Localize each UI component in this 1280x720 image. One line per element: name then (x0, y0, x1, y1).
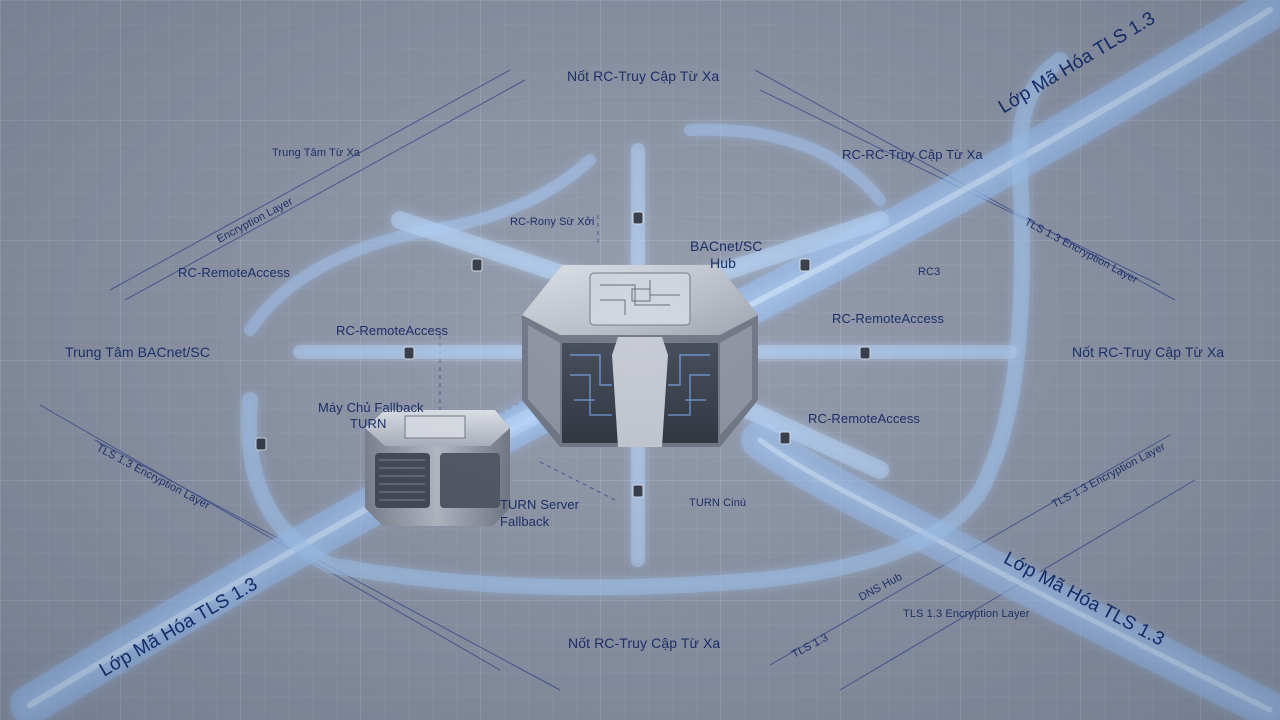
node-label-bottom: Nốt RC-Truy Cập Từ Xa (568, 635, 721, 651)
enc-label-bottom: TLS 1.3 Encryption Layer (903, 608, 1030, 620)
link-label-left-upper: RC-RemoteAccess (178, 265, 291, 280)
fallback-vi-line2: TURN (350, 416, 387, 431)
bacnet-sc-hub (522, 265, 758, 447)
fallback-en-line2: Fallback (500, 514, 550, 529)
hub-title: BACnet/SC (690, 238, 763, 254)
link-label-right-mid: RC-RemoteAccess (832, 311, 945, 326)
node-label-left: Trung Tâm BACnet/SC (65, 344, 211, 360)
fallback-vi-line1: Máy Chủ Fallback (318, 400, 424, 415)
node-label-top-right: RC-RC-Truy Cập Từ Xa (842, 147, 983, 162)
link-label-left-mid: RC-RemoteAccess (336, 323, 449, 338)
link-label-right-lower: RC-RemoteAccess (808, 411, 921, 426)
node-label-right: Nốt RC-Truy Cập Từ Xa (1072, 344, 1225, 360)
node-label-top-left: Trung Tâm Từ Xa (272, 147, 361, 159)
turn-server-box (365, 410, 510, 526)
fallback-en-line1: TURN Server (500, 497, 580, 512)
hub-subtitle: Hub (710, 255, 736, 271)
link-label-top-center: RC-Rony Sừ Xởi (510, 216, 595, 228)
link-label-turn-client: TURN Cinú (689, 497, 747, 509)
node-label-top: Nốt RC-Truy Cập Từ Xa (567, 68, 720, 84)
link-label-tag-right: RC3 (918, 266, 941, 278)
link-connectors (255, 211, 871, 498)
